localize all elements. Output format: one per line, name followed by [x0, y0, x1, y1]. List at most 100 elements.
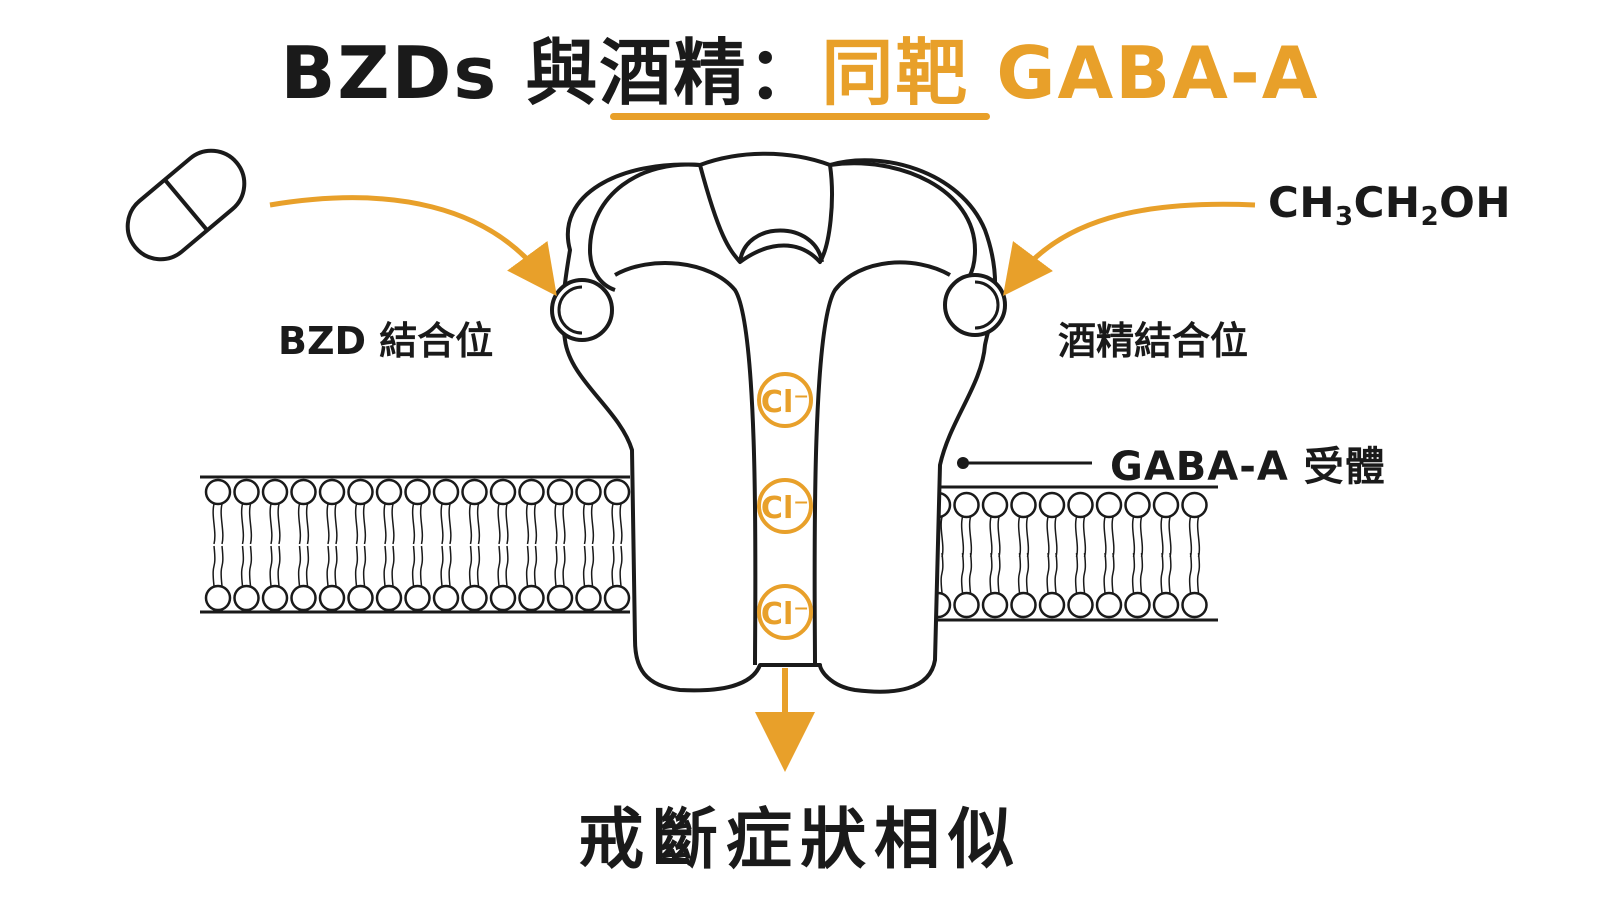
lipid-tail	[354, 503, 359, 545]
lipid-head	[404, 584, 431, 612]
formula-subscript: 2	[1420, 202, 1440, 232]
title-underline	[610, 113, 990, 120]
lipid-tail	[220, 503, 224, 545]
lipid-tail	[305, 503, 310, 545]
lipid-tail	[220, 545, 224, 587]
formula-part: CH	[1353, 178, 1421, 227]
lipid-head	[432, 584, 460, 612]
lipid-tail	[391, 545, 395, 587]
lipid-head	[575, 584, 602, 612]
lipid-tail	[269, 545, 273, 587]
lipid-head	[1152, 591, 1180, 619]
ion-label: Cl⁻	[761, 385, 809, 420]
lipid-tail	[1074, 516, 1079, 558]
lipid-tail	[383, 503, 387, 545]
lipid-tail	[1188, 516, 1193, 558]
lipid-tail	[505, 545, 509, 587]
lipid-head	[375, 478, 403, 506]
lipid-tail	[968, 516, 973, 558]
lipid-tail	[533, 503, 538, 545]
lipid-tail	[383, 545, 387, 587]
receptor-label: GABA-A 受體	[1110, 444, 1386, 490]
lipid-tail	[440, 545, 444, 587]
lipid-head	[261, 478, 289, 506]
lipid-tail	[240, 503, 245, 545]
lipid-tail	[960, 516, 965, 558]
title-highlight: 同靶 GABA-A	[821, 31, 1320, 115]
lipid-tail	[968, 552, 973, 594]
lipid-head	[546, 478, 574, 506]
lipid-tail	[476, 545, 481, 587]
lipid-tail	[1160, 552, 1164, 594]
receptor-pointer	[957, 457, 1092, 469]
alcohol-binding-site	[943, 273, 1007, 337]
lipid-tail	[1188, 552, 1193, 594]
subunit-center-back	[738, 228, 824, 263]
lipid-head	[1124, 491, 1151, 519]
lipid-tail	[305, 545, 310, 587]
lipid-tail	[1196, 516, 1201, 558]
lipid-tail	[212, 545, 216, 587]
title-prefix: BZDs 與酒精：	[280, 31, 822, 115]
lipid-tail	[1017, 552, 1022, 594]
lipid-tail	[611, 545, 615, 587]
lipid-tail	[1103, 516, 1107, 558]
lipid-head	[1038, 591, 1066, 619]
capsule-icon	[125, 148, 247, 262]
lipid-head	[518, 478, 545, 506]
lipid-head	[546, 584, 574, 612]
lipid-tail	[419, 503, 424, 545]
lipid-tail	[354, 545, 359, 587]
lipid-tail	[1082, 516, 1087, 558]
lipid-tail	[1025, 516, 1030, 558]
lipid-tail	[1054, 552, 1058, 594]
lipid-head	[318, 478, 346, 506]
lipid-tail	[562, 503, 566, 545]
lipid-tail	[1025, 552, 1030, 594]
lipid-head	[953, 591, 980, 619]
lipid-head	[1010, 591, 1037, 619]
bzd-binding-site	[550, 278, 614, 342]
lipid-head	[518, 584, 545, 612]
lipid-tail	[1139, 516, 1144, 558]
lipid-head	[204, 478, 232, 506]
ethanol-formula: CH3CH2OH	[1268, 178, 1511, 232]
lipid-head	[981, 491, 1009, 519]
bzd-site-label: BZD 結合位	[278, 319, 494, 363]
subunit-top-center	[698, 164, 834, 264]
lipid-tail	[277, 503, 281, 545]
lipid-head	[432, 478, 460, 506]
lipid-bilayer-left	[204, 478, 631, 612]
lipid-head	[1095, 591, 1123, 619]
lipid-tail	[554, 545, 558, 587]
lipid-tail	[1046, 552, 1050, 594]
lipid-tail	[248, 503, 253, 545]
lipid-tail	[590, 545, 595, 587]
lipid-tail	[1131, 552, 1136, 594]
lipid-head	[318, 584, 346, 612]
lipid-tail	[619, 503, 623, 545]
lipid-tail	[391, 503, 395, 545]
lipid-head	[1067, 491, 1094, 519]
lipid-tail	[554, 503, 558, 545]
lipid-tail	[419, 545, 424, 587]
lipid-head	[489, 584, 517, 612]
chloride-ion: Cl⁻	[757, 372, 813, 428]
lipid-tail	[326, 545, 330, 587]
lipid-tail	[1111, 552, 1115, 594]
subunit-right-front	[812, 260, 951, 666]
lipid-tail	[940, 516, 944, 558]
lipid-tail	[960, 552, 965, 594]
lipid-tail	[989, 516, 993, 558]
lipid-head	[575, 478, 602, 506]
lipid-head	[375, 584, 403, 612]
lipid-head	[981, 591, 1009, 619]
lipid-tail	[497, 503, 501, 545]
lipid-tail	[277, 545, 281, 587]
lipid-tail	[1017, 516, 1022, 558]
lipid-tail	[1131, 516, 1136, 558]
lipid-head	[1038, 491, 1066, 519]
lipid-head	[404, 478, 431, 506]
lipid-tail	[269, 503, 273, 545]
